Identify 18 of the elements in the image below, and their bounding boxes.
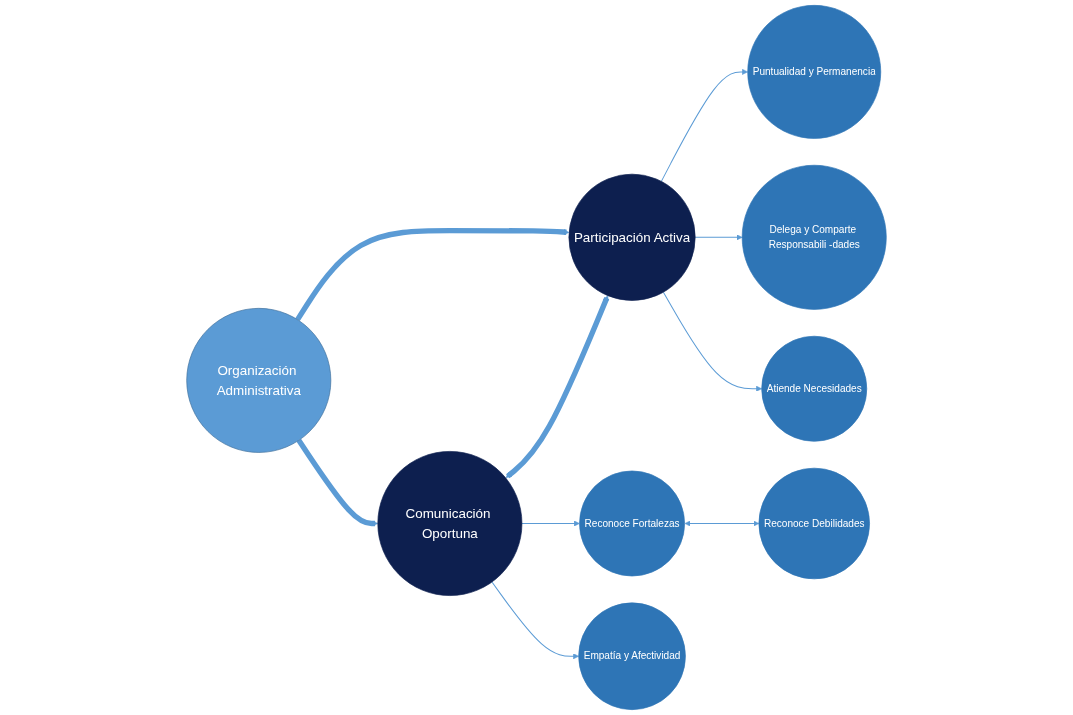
- arrow: [505, 295, 610, 479]
- node-circle: Participación Activa: [568, 173, 696, 301]
- arrow: [694, 234, 743, 241]
- node-circle: Atiende Necesidades: [761, 335, 868, 442]
- arrow: [662, 291, 762, 392]
- node-circle: Comunicación Oportuna: [377, 451, 523, 596]
- node-circle: Reconoce Debilidades: [758, 467, 870, 580]
- arrow: [521, 520, 580, 527]
- arrow: [684, 520, 760, 527]
- node-circle: Reconoce Fortalezas: [579, 470, 685, 577]
- arrow: [296, 438, 379, 527]
- node-circle: Organización Administrativa: [186, 308, 332, 453]
- arrow: [491, 581, 579, 660]
- node-circle: Delega y Comparte Responsabili -dades: [741, 164, 887, 310]
- arrow: [660, 68, 748, 182]
- node-circle: Empatía y Afectividad: [578, 602, 686, 710]
- node-circle: Puntualidad y Permanencia: [747, 5, 882, 139]
- arrow: [295, 227, 570, 322]
